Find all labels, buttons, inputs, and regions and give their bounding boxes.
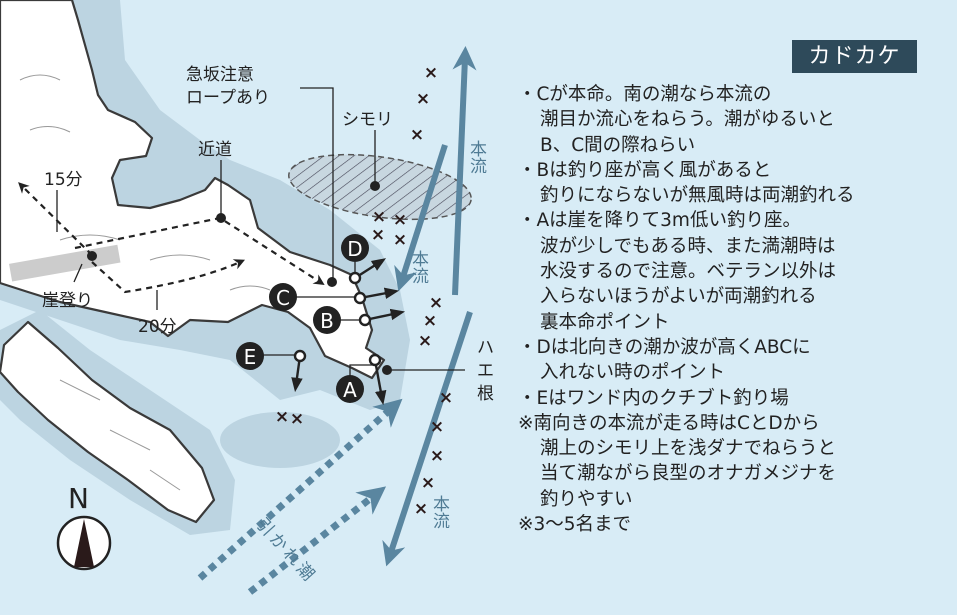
label-20min: 20分: [138, 317, 177, 337]
svg-text:E: E: [244, 345, 257, 369]
north-compass-icon: N: [56, 482, 112, 571]
current-arrow-south: [394, 144, 448, 292]
svg-text:本流: 本流: [408, 250, 429, 284]
svg-text:×: ×: [393, 210, 407, 230]
svg-text:×: ×: [372, 207, 386, 227]
rock-marks: ××× ×××× ××× ×× ×××××: [275, 63, 453, 519]
svg-text:根: 根: [477, 384, 494, 404]
main-currents: [382, 46, 477, 567]
note-line: ・Bは釣り座が高く風があると: [518, 159, 772, 181]
point-b: B: [313, 306, 341, 334]
spot-notes: ・Cが本命。南の潮なら本流の潮目か流心をねらう。潮がゆるいと B、C間の際ねらい・…: [518, 82, 948, 537]
svg-text:×: ×: [393, 230, 407, 250]
svg-text:×: ×: [275, 407, 289, 427]
label-shimori: シモリ: [342, 110, 393, 130]
svg-text:×: ×: [439, 388, 453, 408]
note-line: 潮上のシモリ上を浅ダナでねらうと: [540, 438, 837, 460]
svg-text:本流: 本流: [429, 495, 450, 529]
svg-text:ハ: ハ: [477, 338, 494, 358]
land: [0, 0, 386, 524]
svg-text:本流: 本流: [466, 140, 487, 174]
svg-text:×: ×: [414, 499, 428, 519]
label-cliff-climb: 崖登り: [42, 291, 93, 311]
fishing-points: A B C D E: [236, 234, 406, 406]
note-line: ・Aは崖を降りて3m低い釣り座。: [518, 210, 801, 232]
current-arrow-north: [452, 46, 477, 296]
note-line: ・Cが本命。南の潮なら本流の: [518, 84, 772, 105]
point-a: A: [336, 375, 364, 403]
note-line: 入れない時のポイント: [540, 362, 726, 384]
svg-text:×: ×: [290, 409, 304, 429]
label-15min: 15分: [44, 170, 83, 190]
svg-text:×: ×: [430, 417, 444, 437]
spot-title: カドカケ: [792, 40, 917, 73]
note-line: ※南向きの本流が走る時はCとDから: [518, 412, 820, 434]
svg-text:C: C: [276, 286, 290, 310]
note-line: ・Dは北向きの潮か波が高くABCに: [518, 336, 811, 358]
note-line: 入らないほうがよいが両潮釣れる: [540, 286, 817, 308]
svg-text:×: ×: [421, 473, 435, 493]
point-d: D: [341, 234, 369, 262]
note-line: 当て潮ながら良型のオナガメジナを: [540, 463, 837, 485]
counter-currents: [197, 398, 403, 595]
svg-text:×: ×: [371, 225, 385, 245]
svg-text:D: D: [347, 237, 362, 261]
svg-text:×: ×: [416, 89, 430, 109]
cliff-dot: [87, 251, 97, 261]
svg-text:エ: エ: [477, 361, 494, 381]
note-line: 釣りやすい: [540, 488, 633, 510]
point-c: C: [269, 283, 297, 311]
note-line: 裏本命ポイント: [540, 311, 670, 333]
label-honryu-3: 本流: [429, 495, 450, 529]
svg-text:N: N: [68, 482, 89, 515]
label-honryu-1: 本流: [466, 140, 487, 174]
label-steep: 急坂注意: [186, 65, 254, 85]
terrain-lines: [19, 74, 271, 491]
note-line: 釣りにならないが無風時は両潮釣れる: [540, 185, 855, 207]
label-honryu-2: 本流: [408, 250, 429, 284]
label-hachikuchi: ハ エ 根: [477, 338, 494, 404]
note-line: ・Eはワンド内のクチブト釣り場: [518, 387, 789, 409]
svg-text:×: ×: [430, 446, 444, 466]
label-chikamichi: 近道: [198, 140, 232, 160]
svg-text:×: ×: [424, 63, 438, 83]
svg-text:B: B: [320, 309, 334, 333]
label-rope: ロープあり: [186, 88, 270, 108]
svg-text:×: ×: [410, 125, 424, 145]
current-arrow-south-2: [382, 311, 473, 567]
svg-text:×: ×: [423, 311, 437, 331]
note-line: ※3～5名まで: [518, 514, 632, 536]
svg-text:A: A: [343, 378, 357, 402]
note-line: B、C間の際ねらい: [540, 134, 696, 156]
leader-lines: [56, 87, 465, 371]
svg-text:×: ×: [418, 331, 432, 351]
point-e: E: [236, 342, 264, 370]
svg-text:×: ×: [429, 293, 443, 313]
note-line: 波が少しでもある時、また満潮時は: [540, 235, 836, 257]
note-line: 潮目か流心をねらう。潮がゆるいと: [540, 109, 835, 131]
note-line: 水没するので注意。ベテラン以外は: [540, 261, 837, 283]
